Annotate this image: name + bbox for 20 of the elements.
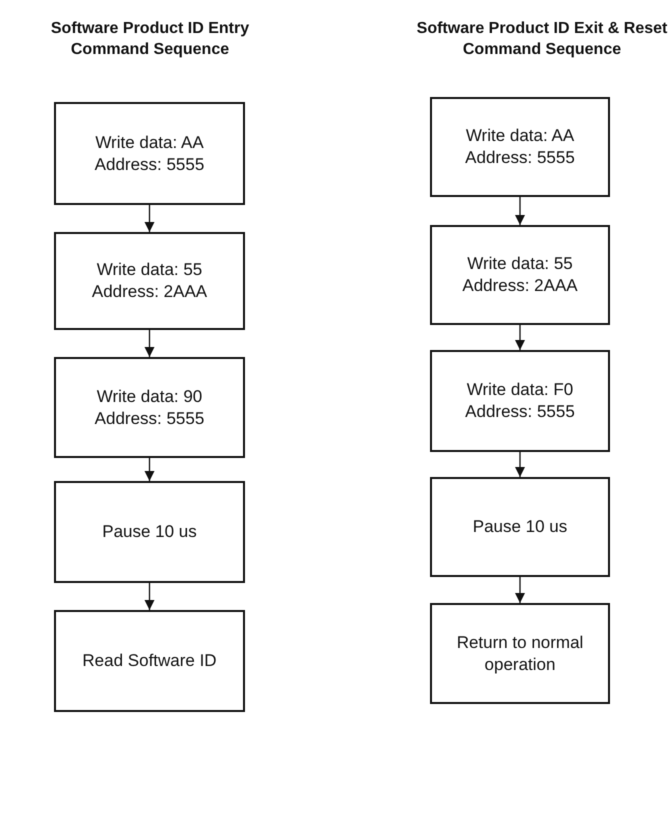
process-box: Write data: 55 Address: 2AAA (430, 225, 610, 325)
process-box: Write data: 55 Address: 2AAA (54, 232, 245, 330)
arrow (515, 197, 525, 225)
column-heading: Software Product ID Exit & Reset Command Sequence (416, 19, 668, 60)
process-box: Pause 10 us (430, 477, 610, 577)
process-box: Write data: F0 Address: 5555 (430, 350, 610, 452)
arrow (144, 458, 154, 481)
arrow (515, 577, 525, 603)
process-box: Return to normal operation (430, 603, 610, 704)
process-box: Write data: 90 Address: 5555 (54, 357, 245, 458)
arrow (144, 583, 154, 610)
arrow (144, 330, 154, 357)
process-box: Write data: AA Address: 5555 (54, 102, 245, 205)
column-heading: Software Product ID Entry Command Sequence (50, 19, 250, 60)
process-box: Read Software ID (54, 610, 245, 712)
process-box: Pause 10 us (54, 481, 245, 583)
arrow (515, 452, 525, 477)
arrow (515, 325, 525, 350)
arrow (144, 205, 154, 232)
process-box: Write data: AA Address: 5555 (430, 97, 610, 197)
